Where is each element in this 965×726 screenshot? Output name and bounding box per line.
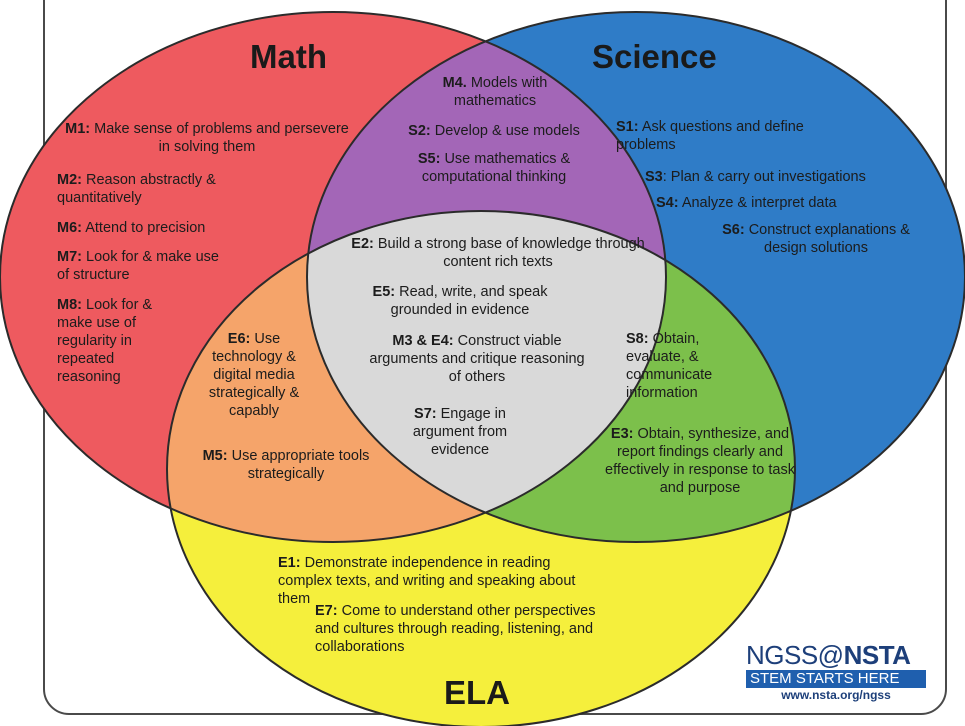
logo-tagline: STEM STARTS HERE xyxy=(746,670,926,688)
science-item-s3: S3: Plan & carry out investigations xyxy=(645,169,866,185)
math-item-m1: M1: Make sense of problems and persevere… xyxy=(65,121,349,155)
math-item-m6: M6: Attend to precision xyxy=(57,220,206,236)
science-item-s6: S6: Construct explanations & design solu… xyxy=(722,222,910,256)
science-item-s4: S4: Analyze & interpret data xyxy=(656,195,837,211)
ela-title: ELA xyxy=(444,674,510,711)
center-item-s7: S7: Engage in argument from evidence xyxy=(412,406,508,458)
logo-wordmark: NGSS@NSTA xyxy=(746,640,911,670)
math-ela-item-e6: E6: Use technology & digital media strat… xyxy=(208,331,300,419)
math-item-m2: M2: Reason abstractly & quantitatively xyxy=(57,172,216,206)
ela-item-e1: E1: Demonstrate independence in reading … xyxy=(278,555,576,607)
nsta-logo: NGSS@NSTA STEM STARTS HERE www.nsta.org/… xyxy=(746,642,926,703)
logo-url[interactable]: www.nsta.org/ngss xyxy=(781,688,891,702)
all-three-overlap xyxy=(307,211,666,542)
ela-item-e7: E7: Come to understand other perspective… xyxy=(315,603,596,655)
science-ela-item-e3: E3: Obtain, synthesize, and report findi… xyxy=(605,426,795,496)
center-item-m3-e4: M3 & E4: Construct viable arguments and … xyxy=(369,333,585,385)
math-title: Math xyxy=(250,38,327,75)
center-item-e2: E2: Build a strong base of knowledge thr… xyxy=(351,236,645,270)
math-science-item-s5: S5: Use mathematics & computational thin… xyxy=(417,151,571,185)
math-science-item-m4: M4. Models with mathematics xyxy=(442,75,548,109)
math-science-item-s2: S2: Develop & use models xyxy=(408,123,580,139)
math-ela-item-m5: M5: Use appropriate tools strategically xyxy=(202,448,370,482)
science-title: Science xyxy=(592,38,717,75)
math-item-m7: M7: Look for & make use of structure xyxy=(57,249,220,283)
science-item-s1: S1: Ask questions and define problems xyxy=(616,119,804,153)
science-ela-item-s8: S8: Obtain, evaluate, & communicate info… xyxy=(626,331,713,401)
math-item-m8: M8: Look for & make use of regularity in… xyxy=(57,297,153,385)
center-item-e5: E5: Read, write, and speak grounded in e… xyxy=(372,284,548,318)
